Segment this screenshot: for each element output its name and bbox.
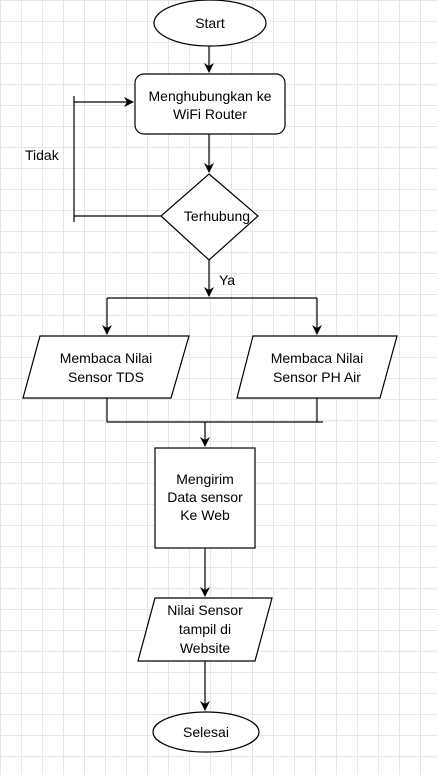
end-label: Selesai <box>183 724 229 740</box>
connected-decision-node: Terhubung <box>160 173 259 261</box>
start-node: Start <box>153 0 267 47</box>
read-tds-label-line1: Membaca Nilai <box>60 350 153 366</box>
read-tds-node: Membaca Nilai Sensor TDS <box>22 335 190 399</box>
send-data-label-line1: Mengirim <box>176 471 234 487</box>
display-web-node: Nilai Sensor tampil di Website <box>137 597 273 662</box>
edges <box>73 46 323 711</box>
connect-wifi-label-line2: WiFi Router <box>173 106 247 122</box>
edge-label-no: Tidak <box>25 147 60 163</box>
connected-decision-label: Terhubung <box>184 208 250 224</box>
start-label: Start <box>195 15 225 31</box>
connect-wifi-label-line1: Menghubungkan ke <box>149 88 272 104</box>
send-data-node: Mengirim Data sensor Ke Web <box>154 447 256 549</box>
read-ph-node: Membaca Nilai Sensor PH Air <box>236 335 398 399</box>
read-ph-label-line1: Membaca Nilai <box>271 350 364 366</box>
connect-wifi-node: Menghubungkan ke WiFi Router <box>134 73 286 135</box>
read-ph-label-line2: Sensor PH Air <box>273 369 361 385</box>
send-data-label-line2: Data sensor <box>167 489 243 505</box>
edge-label-yes: Ya <box>219 272 235 288</box>
end-node: Selesai <box>152 711 260 753</box>
display-web-label-line1: Nilai Sensor <box>167 602 243 618</box>
display-web-label-line2: tampil di <box>179 621 231 637</box>
read-tds-label-line2: Sensor TDS <box>68 369 144 385</box>
edge-decision-no-loop <box>73 97 161 217</box>
display-web-label-line3: Website <box>180 640 231 656</box>
send-data-label-line3: Ke Web <box>180 507 230 523</box>
